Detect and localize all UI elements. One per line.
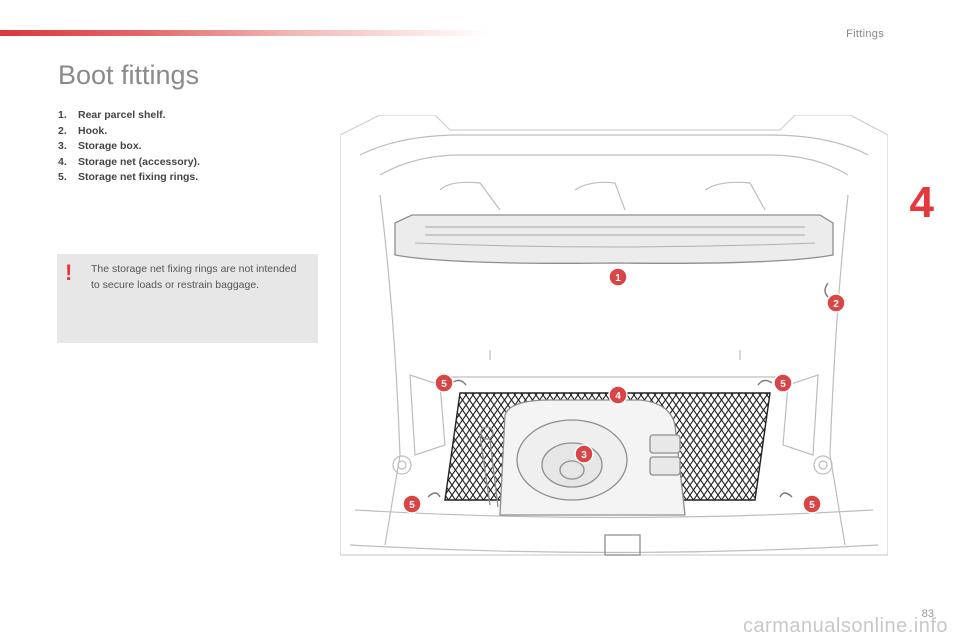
callout-5-label: 5 (409, 500, 415, 511)
page-number: 83 (921, 608, 934, 620)
callout-3: 3 (574, 444, 594, 464)
legend-item: 2. Hook. (58, 124, 200, 140)
chapter-number: 4 (909, 178, 934, 227)
legend-label: Rear parcel shelf. (78, 109, 166, 121)
legend-item: 5. Storage net fixing rings. (58, 170, 200, 186)
section-title: Fittings (846, 28, 884, 40)
warning-box: ! The storage net fixing rings are not i… (57, 254, 318, 343)
callout-5-top-left: 5 (434, 373, 454, 393)
callout-4-label: 4 (615, 391, 621, 402)
legend-number: 4. (58, 155, 67, 168)
callout-5-label: 5 (441, 379, 447, 390)
callout-5-bottom-right: 5 (802, 494, 822, 514)
callout-5-label: 5 (809, 500, 815, 511)
callout-2: 2 (826, 293, 846, 313)
callout-5-bottom-left: 5 (402, 494, 422, 514)
callout-2-label: 2 (833, 299, 839, 310)
callout-4: 4 (608, 385, 628, 405)
callout-5-top-right: 5 (773, 373, 793, 393)
watermark: carmanualsonline.info (742, 615, 948, 637)
warning-text: The storage net fixing rings are not int… (91, 263, 297, 291)
storage-box (479, 399, 686, 556)
callout-1-label: 1 (615, 273, 621, 284)
legend-number: 5. (58, 171, 67, 183)
parcel-shelf (394, 214, 834, 264)
warning-icon: ! (65, 260, 73, 285)
legend-label: Storage net (accessory). (78, 155, 200, 168)
legend-item: 3. Storage box. (58, 139, 200, 155)
legend-number: 2. (58, 124, 67, 137)
page-title: Boot fittings (58, 60, 200, 90)
legend-number: 3. (58, 140, 67, 152)
callout-3-label: 3 (581, 450, 587, 461)
legend-number: 1. (58, 109, 67, 121)
top-accent-bar (0, 30, 490, 36)
callout-5-label: 5 (780, 379, 786, 390)
legend-list: 1. Rear parcel shelf. 2. Hook. 3. Storage b… (58, 108, 200, 186)
callout-1: 1 (608, 267, 628, 287)
boot-illustration: 1 2 3 4 5 5 5 5 (340, 115, 888, 556)
legend-label: Storage net fixing rings. (78, 171, 199, 183)
legend-item: 1. Rear parcel shelf. (58, 108, 200, 124)
legend-label: Hook. (78, 124, 108, 137)
legend-label: Storage box. (78, 140, 142, 152)
legend-item: 4. Storage net (accessory). (58, 155, 200, 171)
